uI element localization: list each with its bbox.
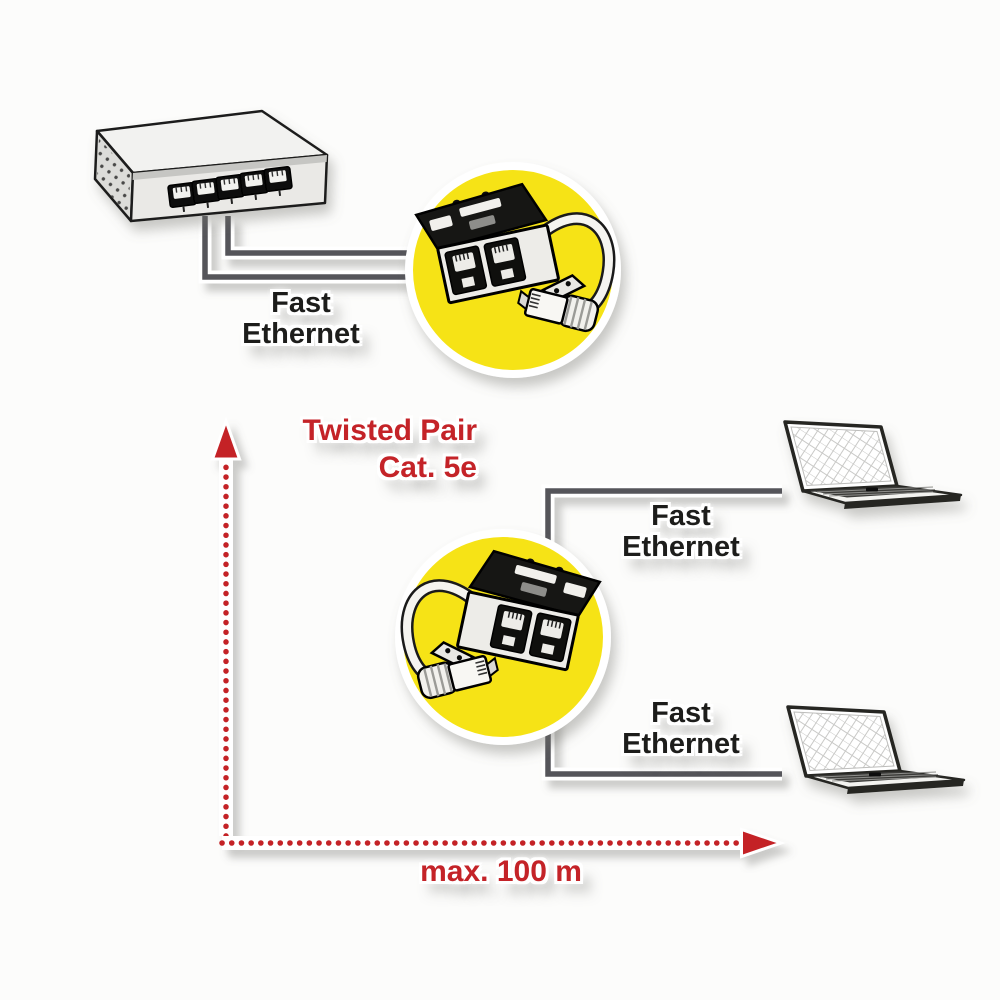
label-fast-ethernet-switch: Fast Ethernet	[242, 287, 360, 350]
label-max-distance: max. 100 m	[420, 855, 582, 888]
splitter-highlight-top	[405, 162, 621, 378]
label-fast-ethernet-laptop-bottom: Fast Ethernet	[622, 697, 740, 760]
label-twisted-pair-cat5e: Twisted Pair Cat. 5e	[302, 414, 478, 484]
switch-cable-lines	[198, 216, 430, 284]
switch-port	[167, 182, 197, 212]
laptop-icon	[786, 705, 966, 796]
dotted-arrow-right-icon	[219, 827, 786, 859]
splitter-highlight-bottom	[395, 529, 611, 745]
label-fast-ethernet-laptop-top: Fast Ethernet	[622, 500, 740, 563]
switch-port	[215, 174, 245, 204]
switch-port	[263, 166, 293, 196]
network-switch-icon	[93, 109, 329, 223]
switch-port	[239, 170, 269, 200]
dotted-arrow-up-icon	[210, 416, 242, 839]
switch-port	[191, 178, 221, 208]
laptop-icon	[783, 420, 963, 511]
